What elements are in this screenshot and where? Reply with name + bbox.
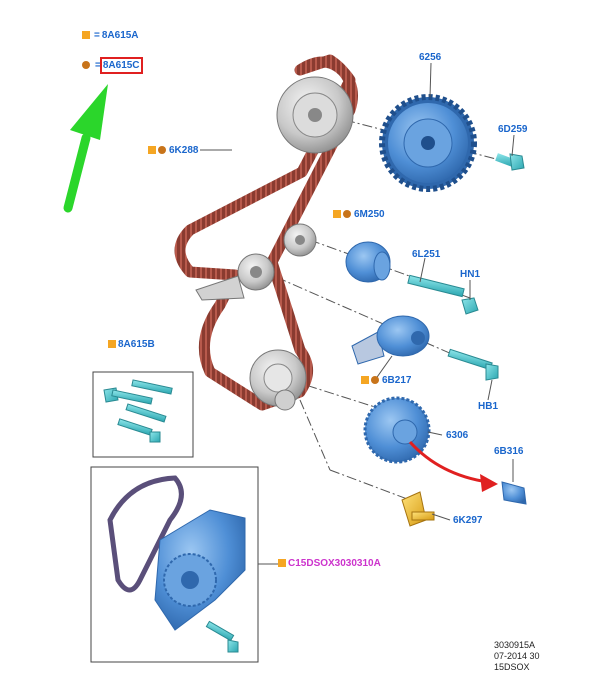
dot-marker-icon	[82, 61, 90, 69]
square-marker-icon	[361, 376, 369, 384]
bolt-kit-box	[92, 371, 194, 458]
callout-8A615B-row: 8A615B	[108, 339, 155, 351]
callout-6B217[interactable]: 6B217	[382, 375, 412, 386]
camshaft-pulley	[276, 76, 354, 154]
legend-dot-row: =8A615C	[82, 57, 143, 74]
belt-cover-bracket	[401, 491, 435, 527]
tensioner-pulley-lower	[195, 253, 275, 301]
callout-6K288-row: 6K288	[148, 145, 198, 157]
square-marker-icon	[333, 210, 341, 218]
idler-nut	[461, 297, 479, 315]
pump-gasket	[107, 475, 184, 593]
callout-6L251[interactable]: 6L251	[412, 249, 441, 260]
callout-6B316[interactable]: 6B316	[494, 446, 524, 457]
callout-HB1[interactable]: HB1	[478, 401, 499, 412]
legend-dot-code[interactable]: 8A615C	[99, 57, 143, 74]
dot-marker-icon	[343, 210, 351, 218]
tensioner-bolt	[447, 348, 499, 381]
ref-line-2: 07-2014 30	[494, 651, 540, 661]
crankshaft-pulley	[249, 349, 307, 411]
callout-6256[interactable]: 6256	[419, 52, 442, 63]
reference-block: 3030915A 07-2014 30 15DSOX	[494, 640, 540, 673]
callout-6M250-row: 6M250	[333, 209, 385, 221]
callout-6D259[interactable]: 6D259	[498, 124, 528, 135]
square-marker-icon	[148, 146, 156, 154]
dot-marker-icon	[371, 376, 379, 384]
callout-6K288[interactable]: 6K288	[169, 145, 199, 156]
square-marker-icon	[108, 340, 116, 348]
idler-roller	[345, 241, 391, 283]
sprocket-bolt	[495, 153, 525, 171]
ref-line-3: 15DSOX	[494, 662, 530, 672]
belt-tensioner	[351, 315, 430, 365]
callout-6M250[interactable]: 6M250	[354, 209, 385, 220]
woodruff-key	[501, 481, 527, 505]
ref-line-1: 3030915A	[494, 640, 536, 650]
dot-marker-icon	[158, 146, 166, 154]
idler-stud	[407, 274, 465, 298]
callout-6B217-row: 6B217	[361, 375, 411, 387]
callout-8A615B[interactable]: 8A615B	[118, 339, 155, 350]
red-pointer-arrow	[408, 440, 498, 492]
water-pump-kit-box	[90, 466, 259, 663]
legend-square-row: =8A615A	[82, 30, 139, 42]
callout-6306[interactable]: 6306	[446, 430, 469, 441]
callout-6K297[interactable]: 6K297	[453, 515, 483, 526]
callout-kit[interactable]: C15DSOX3030310A	[288, 558, 381, 569]
green-pointer-arrow	[63, 84, 108, 213]
callout-HN1[interactable]: HN1	[460, 269, 481, 280]
idler-pulley-upper	[283, 223, 317, 257]
callout-kit-row: C15DSOX3030310A	[278, 558, 381, 570]
square-marker-icon	[278, 559, 286, 567]
camshaft-sprocket	[379, 94, 477, 192]
pump-bolt	[205, 620, 239, 653]
square-marker-icon	[82, 31, 90, 39]
callout-leader-lines	[200, 62, 515, 565]
legend-square-code: 8A615A	[101, 30, 139, 41]
